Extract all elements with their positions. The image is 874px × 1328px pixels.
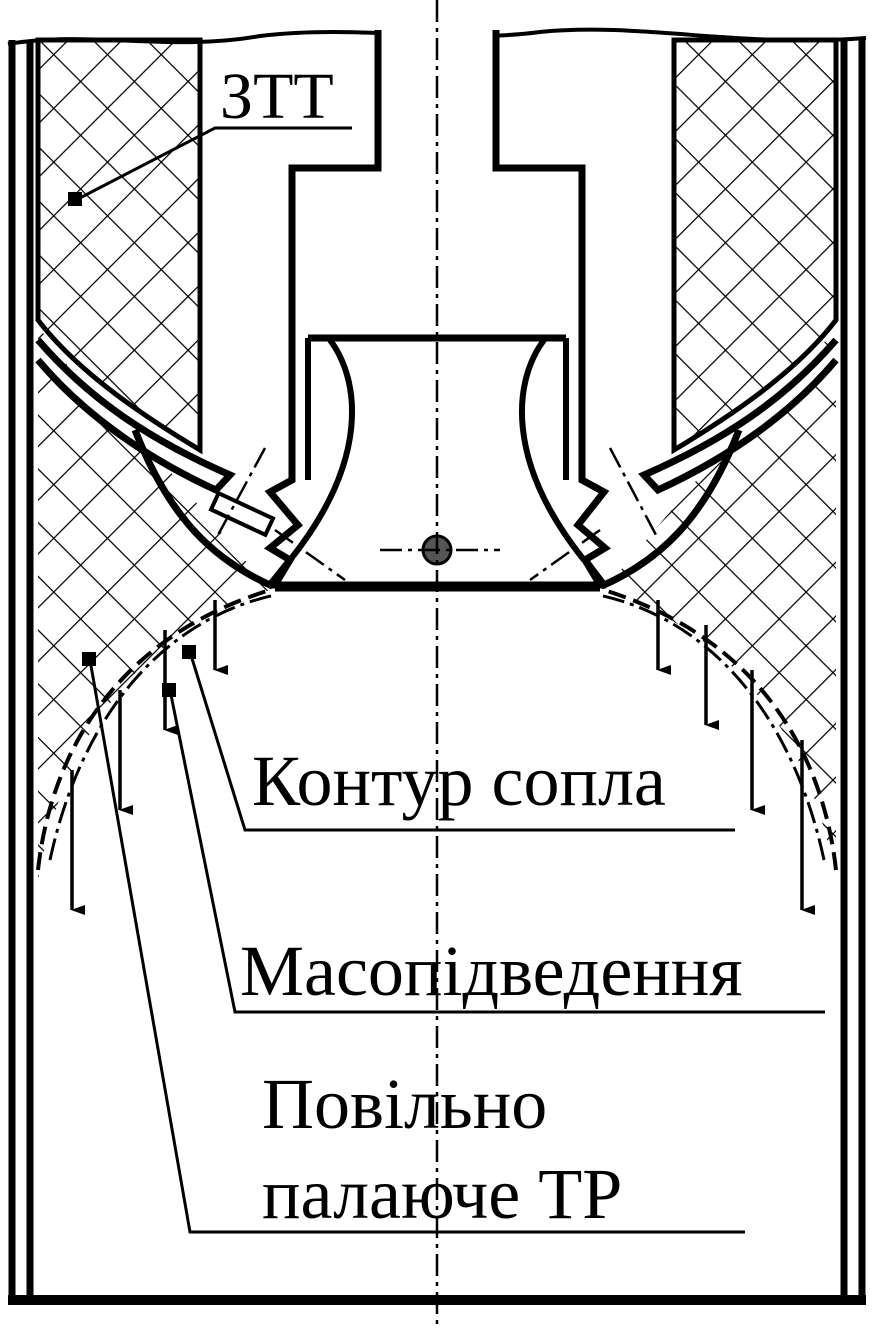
burning-front-contours bbox=[36, 588, 838, 871]
axis-lines bbox=[216, 0, 658, 1328]
fast-charge-ztt bbox=[35, 37, 839, 455]
label-slow-burning-line2: палаюче ТР bbox=[262, 1154, 622, 1234]
leader-markers bbox=[68, 192, 196, 697]
leader-lines bbox=[75, 126, 825, 1234]
burning-front-contours-dashdot bbox=[48, 593, 826, 861]
label-ztt: ЗТТ bbox=[220, 60, 334, 133]
label-mass-supply: Масопідведення bbox=[240, 931, 742, 1011]
casing bbox=[7, 27, 867, 1305]
label-nozzle-contour: Контур сопла bbox=[252, 741, 666, 821]
mass-supply-arrows bbox=[70, 600, 815, 915]
label-slow-burning-line1: Повільно bbox=[262, 1064, 547, 1144]
